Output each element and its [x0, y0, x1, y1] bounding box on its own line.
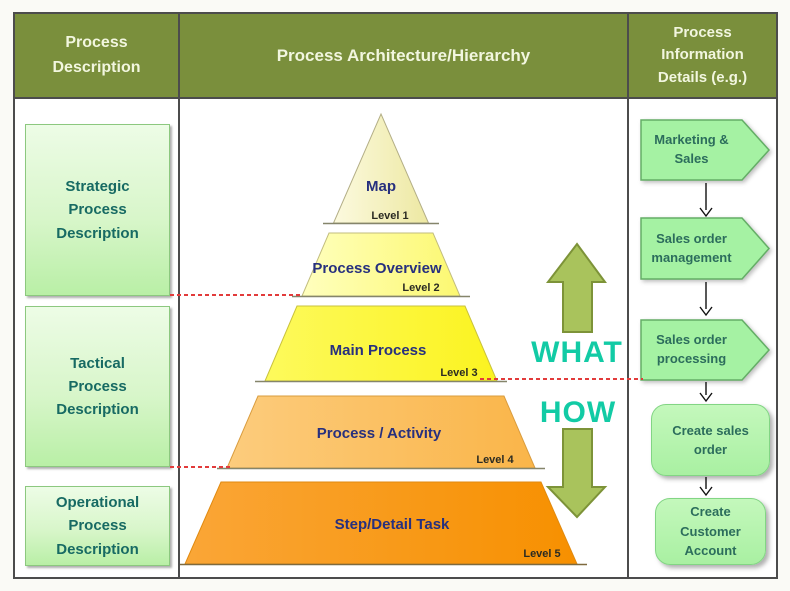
flow-shape-label: Sales order management	[651, 230, 732, 265]
connector-arrow-icon	[699, 183, 713, 218]
pyramid-diagram: Map Process Overview Main Process Proces…	[180, 112, 623, 566]
pyramid-panel: Map Process Overview Main Process Proces…	[180, 99, 627, 577]
operational-process-box: Operational Process Description	[25, 486, 170, 566]
how-label: HOW	[540, 396, 616, 429]
level-4-caption: Level 4	[476, 454, 514, 466]
level-5-name: Step/Detail Task	[335, 516, 450, 533]
pentagon-arrow-icon	[640, 319, 770, 381]
middle-column-header: Process Architecture/Hierarchy	[180, 14, 627, 97]
flow-shape-create-sales-order: Create sales order	[651, 404, 770, 476]
flow-shape-label: Sales order processing	[656, 332, 727, 366]
header-divider	[15, 97, 776, 99]
pentagon-arrow-icon	[640, 217, 770, 280]
level-3-name: Main Process	[330, 342, 427, 359]
level-3-caption: Level 3	[440, 367, 477, 379]
dashed-boundary-strategic-tactical	[170, 294, 301, 296]
strategic-process-box: Strategic Process Description	[25, 124, 170, 296]
process-architecture-table: Process Description Process Architecture…	[13, 12, 778, 579]
right-column-header: Process Information Details (e.g.)	[629, 14, 776, 97]
connector-arrow-icon	[699, 477, 713, 497]
flow-shape-create-customer-account: Create Customer Account	[655, 498, 766, 565]
level-2-caption: Level 2	[402, 282, 439, 294]
tactical-process-box: Tactical Process Description	[25, 306, 170, 467]
level-5-caption: Level 5	[523, 548, 560, 560]
left-column-header: Process Description	[15, 14, 178, 97]
process-information-panel: Marketing & Sales Sales order management…	[629, 99, 776, 577]
process-description-panel: Strategic Process Description Tactical P…	[15, 99, 178, 577]
level-2-name: Process Overview	[312, 260, 442, 277]
down-arrow-icon	[545, 428, 608, 519]
level-4-name: Process / Activity	[317, 425, 442, 442]
up-arrow-icon	[545, 242, 607, 333]
pyramid-level-1-shape	[332, 112, 430, 224]
pentagon-arrow-icon	[640, 119, 770, 181]
flow-shape-sales-order-management: Sales order management	[640, 217, 770, 280]
connector-arrow-icon	[699, 382, 713, 403]
connector-arrow-icon	[699, 282, 713, 317]
what-label: WHAT	[531, 336, 623, 369]
flow-shape-label: Create Customer Account	[680, 504, 741, 559]
dashed-boundary-what-how	[480, 378, 643, 380]
flow-shape-label: Create sales order	[672, 422, 749, 458]
level-1-caption: Level 1	[371, 210, 408, 222]
column-divider	[627, 14, 629, 577]
flow-shape-label: Marketing & Sales	[654, 132, 729, 166]
flow-shape-marketing-sales: Marketing & Sales	[640, 119, 770, 181]
level-1-name: Map	[366, 178, 396, 195]
dashed-boundary-tactical-operational	[170, 466, 233, 468]
flow-shape-sales-order-processing: Sales order processing	[640, 319, 770, 381]
